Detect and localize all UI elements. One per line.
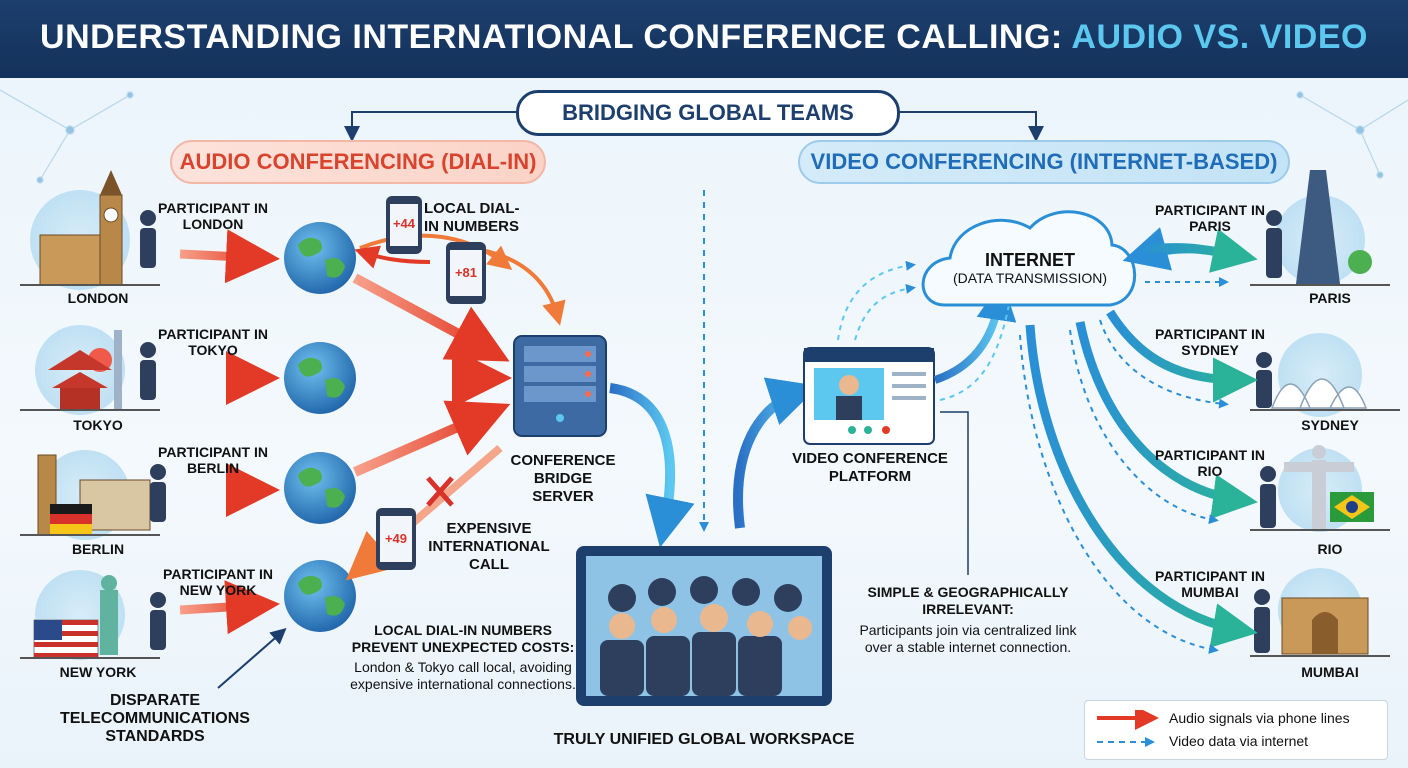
phone-code-81: +81 [454,265,478,280]
phone-49-icon [376,508,416,570]
rio-landmark [1250,445,1390,532]
legend-video: Video data via internet [1169,733,1309,749]
phone-81-icon [446,242,486,304]
globe-berlin-icon [284,452,356,524]
server-label: CONFERENCE BRIDGE SERVER [510,452,616,505]
blocked-x-icon [426,476,454,507]
city-label-tokyo: TOKYO [73,417,123,433]
person-rio-icon [1260,466,1276,528]
server-icon [513,335,607,437]
audio-note-title: LOCAL DIAL-IN NUMBERS PREVENT UNEXPECTED… [351,622,575,655]
internet-title: INTERNET [985,250,1075,270]
person-sydney-icon [1256,352,1272,408]
participant-label-sydney: PARTICIPANT IN SYDNEY [1155,326,1265,358]
participant-label-london: PARTICIPANT IN LONDON [158,200,268,232]
platform-monitor [803,347,935,445]
phone-code-44: +44 [392,216,416,231]
audio-heading: AUDIO CONFERENCING (DIAL-IN) [170,140,546,184]
header-banner: UNDERSTANDING INTERNATIONAL CONFERENCE C… [0,0,1408,78]
bridging-pill: BRIDGING GLOBAL TEAMS [516,90,900,136]
legend-audio: Audio signals via phone lines [1169,710,1350,726]
participant-label-berlin: PARTICIPANT IN BERLIN [158,444,268,476]
participant-label-new-york: PARTICIPANT IN NEW YORK [163,566,273,598]
person-paris-icon [1266,210,1282,278]
person-berlin-icon [150,464,166,522]
platform-label: VIDEO CONFERENCE PLATFORM [792,450,948,485]
legend: Audio signals via phone lines Video data… [1084,700,1388,760]
legend-swatches [1097,710,1159,747]
video-note: SIMPLE & GEOGRAPHICALLY IRRELEVANT: Part… [846,584,1090,656]
phone-44-icon [386,196,422,254]
workspace-label: TRULY UNIFIED GLOBAL WORKSPACE [553,731,855,748]
city-label-paris: PARIS [1309,290,1351,306]
participant-label-tokyo: PARTICIPANT IN TOKYO [158,326,268,358]
brazil-flag-icon [1330,492,1374,522]
local-dial-in-label: LOCAL DIAL-IN NUMBERS [424,200,520,235]
expensive-call-label: EXPENSIVE INTERNATIONAL CALL [428,520,550,573]
city-label-london: LONDON [67,290,129,306]
person-tokyo-icon [140,342,156,400]
london-landmark [20,170,160,290]
sydney-landmark [1250,333,1400,417]
paris-landmark [1250,170,1390,286]
participant-label-rio: PARTICIPANT IN RIO [1155,447,1265,479]
person-london-icon [140,210,156,268]
page-title: UNDERSTANDING INTERNATIONAL CONFERENCE C… [0,18,1408,57]
berlin-landmark [20,450,160,540]
city-label-new-york: NEW YORK [59,664,137,680]
germany-flag-icon [50,504,92,534]
standards-label: DISPARATE TELECOMMUNICATIONS STANDARDS [60,692,250,745]
phone-code-49: +49 [384,531,408,546]
new-york-landmark [20,570,160,660]
city-label-rio: RIO [1317,541,1343,557]
participant-label-paris: PARTICIPANT IN PARIS [1155,202,1265,234]
title-highlight: AUDIO VS. VIDEO [1071,18,1368,56]
globe-tokyo-icon [284,342,356,414]
video-heading: VIDEO CONFERENCING (INTERNET-BASED) [798,140,1290,184]
globe-london-icon [284,222,356,294]
person-newyork-icon [150,592,166,650]
usa-flag-icon [33,619,99,659]
audio-note-body: London & Tokyo call local, avoiding expe… [350,659,576,692]
title-main: UNDERSTANDING INTERNATIONAL CONFERENCE C… [40,18,1072,56]
workspace-screen [576,546,832,706]
video-note-title: SIMPLE & GEOGRAPHICALLY IRRELEVANT: [867,584,1069,617]
audio-note: LOCAL DIAL-IN NUMBERS PREVENT UNEXPECTED… [350,622,576,693]
globe-icons [284,222,356,632]
tokyo-landmark [20,325,160,415]
internet-subtitle: (DATA TRANSMISSION) [952,270,1107,286]
person-mumbai-icon [1254,589,1270,653]
video-note-body: Participants join via centralized link o… [859,622,1077,655]
mumbai-landmark [1250,568,1390,657]
globe-newyork-icon [284,560,356,632]
city-label-sydney: SYDNEY [1301,417,1359,433]
city-label-berlin: BERLIN [71,541,125,557]
city-label-mumbai: MUMBAI [1301,664,1359,680]
participant-label-mumbai: PARTICIPANT IN MUMBAI [1155,568,1265,600]
